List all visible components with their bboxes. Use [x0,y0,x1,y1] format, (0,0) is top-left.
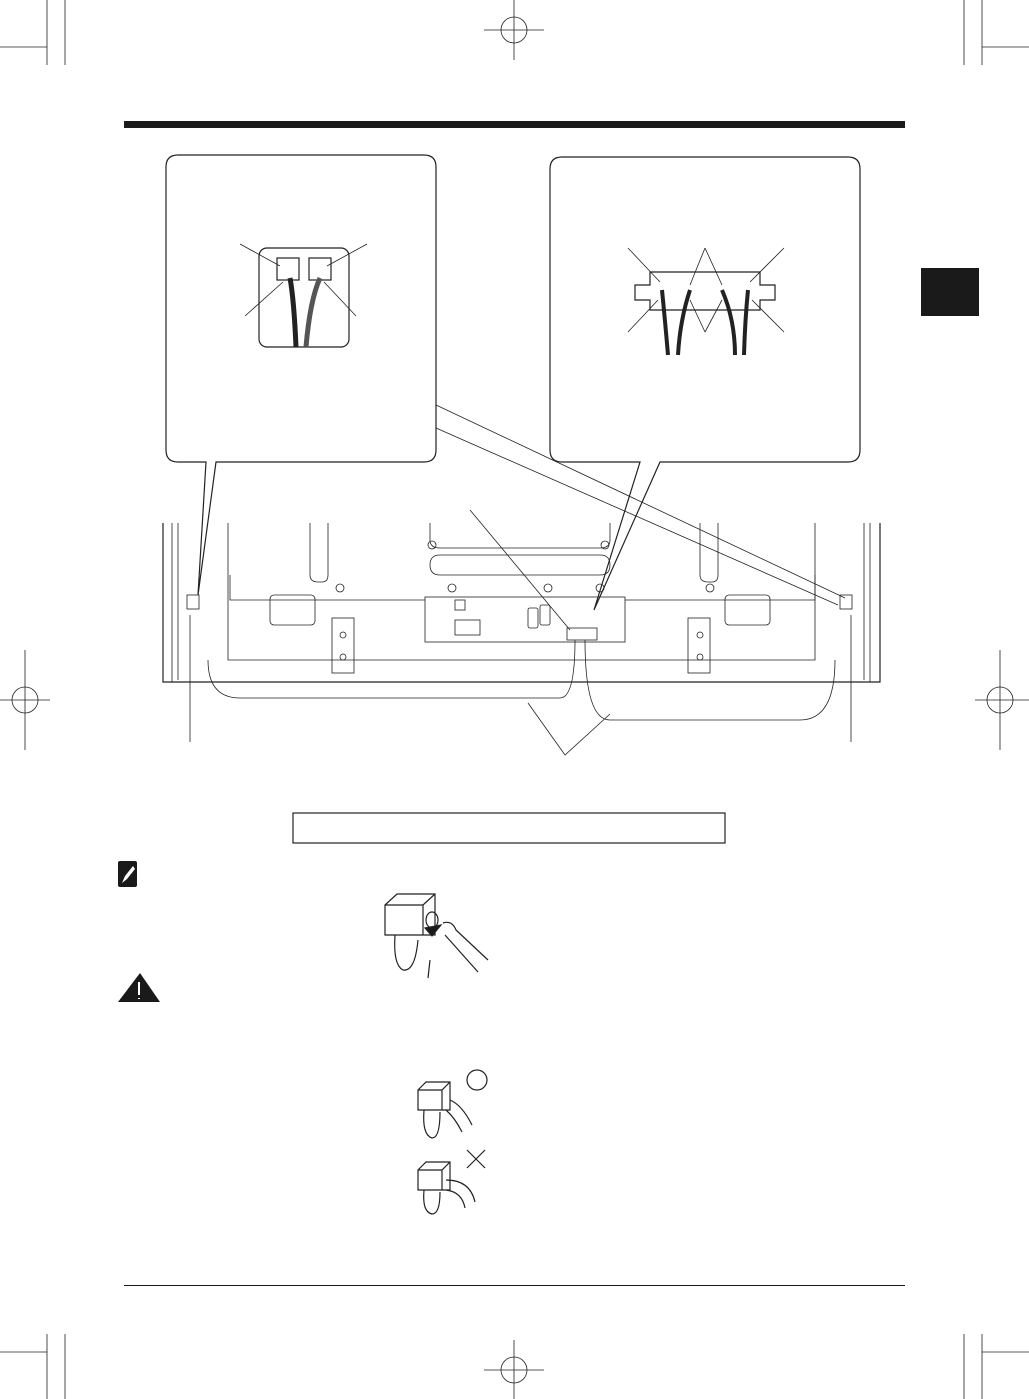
connector-incorrect-illustration [417,1149,486,1215]
footer-rule [124,1285,905,1286]
note-pencil-icon [118,861,137,887]
callout-right [435,156,861,611]
caption-box [292,812,726,844]
header-rule [124,121,905,128]
correct-circle-icon [466,1069,488,1091]
section-tab [921,268,979,316]
connector-press-illustration [384,893,489,979]
connector-correct-illustration [417,1069,488,1139]
panel-rear-view [162,509,881,756]
callout-left [165,154,437,596]
incorrect-cross-icon [466,1149,486,1169]
warning-triangle-icon [118,973,160,1002]
